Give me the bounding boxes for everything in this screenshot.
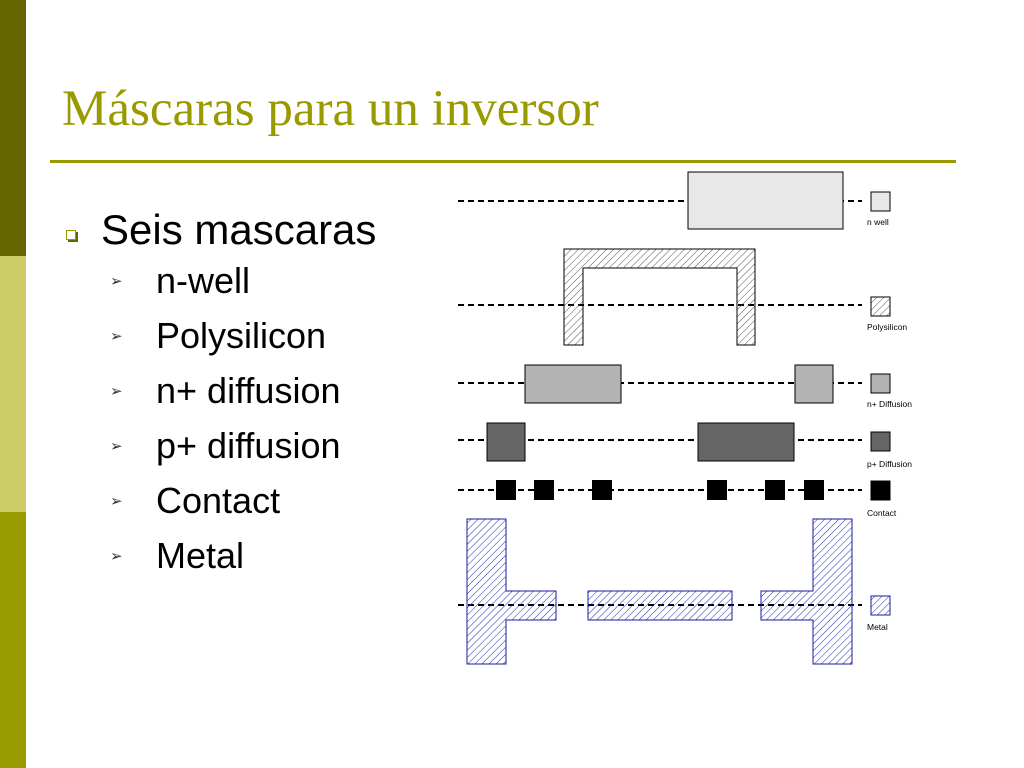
pdiff-legend-swatch bbox=[870, 431, 891, 452]
ndiff-legend-label: n+ Diffusion bbox=[867, 399, 912, 409]
ndiff-region-left bbox=[524, 364, 622, 404]
ndiff-region-right bbox=[794, 364, 834, 404]
pdiff-region-left bbox=[486, 422, 526, 462]
contact-legend-swatch bbox=[870, 480, 891, 501]
bullet-text: Seis mascaras bbox=[101, 206, 377, 253]
metal-right-shape bbox=[760, 518, 853, 665]
contact-square bbox=[592, 480, 612, 500]
metal-middle-bar bbox=[587, 590, 733, 621]
metal-legend-swatch bbox=[870, 595, 891, 616]
metal-legend-label: Metal bbox=[867, 622, 888, 632]
sidebar-segment-olive bbox=[0, 512, 26, 768]
contact-square bbox=[534, 480, 554, 500]
sub-bullet-text: n-well bbox=[156, 260, 251, 301]
sidebar-accent-bar bbox=[0, 0, 26, 768]
arrow-bullet-icon: ➢ bbox=[110, 327, 123, 345]
contact-square bbox=[707, 480, 727, 500]
square-bullet-icon bbox=[66, 230, 76, 240]
slide-title: Máscaras para un inversor bbox=[62, 81, 599, 137]
sub-bullet-text: Metal bbox=[156, 535, 245, 576]
arrow-bullet-icon: ➢ bbox=[110, 492, 123, 510]
pdiff-legend-label: p+ Diffusion bbox=[867, 459, 912, 469]
contact-square bbox=[496, 480, 516, 500]
mask-layout-diagram: n well Polysilicon n+ Diffusion p+ Diffu… bbox=[455, 168, 935, 668]
ndiff-legend-swatch bbox=[870, 373, 891, 394]
contact-square bbox=[765, 480, 785, 500]
sub-bullet-text: Contact bbox=[156, 480, 281, 521]
arrow-bullet-icon: ➢ bbox=[110, 437, 123, 455]
sidebar-segment-light bbox=[0, 256, 26, 512]
arrow-bullet-icon: ➢ bbox=[110, 272, 123, 290]
nwell-legend-swatch bbox=[870, 191, 891, 212]
poly-legend-swatch bbox=[870, 296, 891, 317]
arrow-bullet-icon: ➢ bbox=[110, 382, 123, 400]
metal-left-shape bbox=[466, 518, 557, 665]
sidebar-segment-dark bbox=[0, 0, 26, 256]
title-underline bbox=[50, 160, 956, 163]
sub-bullet-text: n+ diffusion bbox=[156, 370, 341, 411]
contact-legend-label: Contact bbox=[867, 508, 897, 518]
nwell-legend-label: n well bbox=[867, 217, 889, 227]
poly-gate-shape bbox=[563, 248, 756, 346]
sub-bullet-text: Polysilicon bbox=[156, 315, 327, 356]
sub-bullet-text: p+ diffusion bbox=[156, 425, 341, 466]
nwell-region bbox=[687, 171, 844, 230]
pdiff-region-right bbox=[697, 422, 795, 462]
contact-square bbox=[804, 480, 824, 500]
poly-legend-label: Polysilicon bbox=[867, 322, 907, 332]
arrow-bullet-icon: ➢ bbox=[110, 547, 123, 565]
